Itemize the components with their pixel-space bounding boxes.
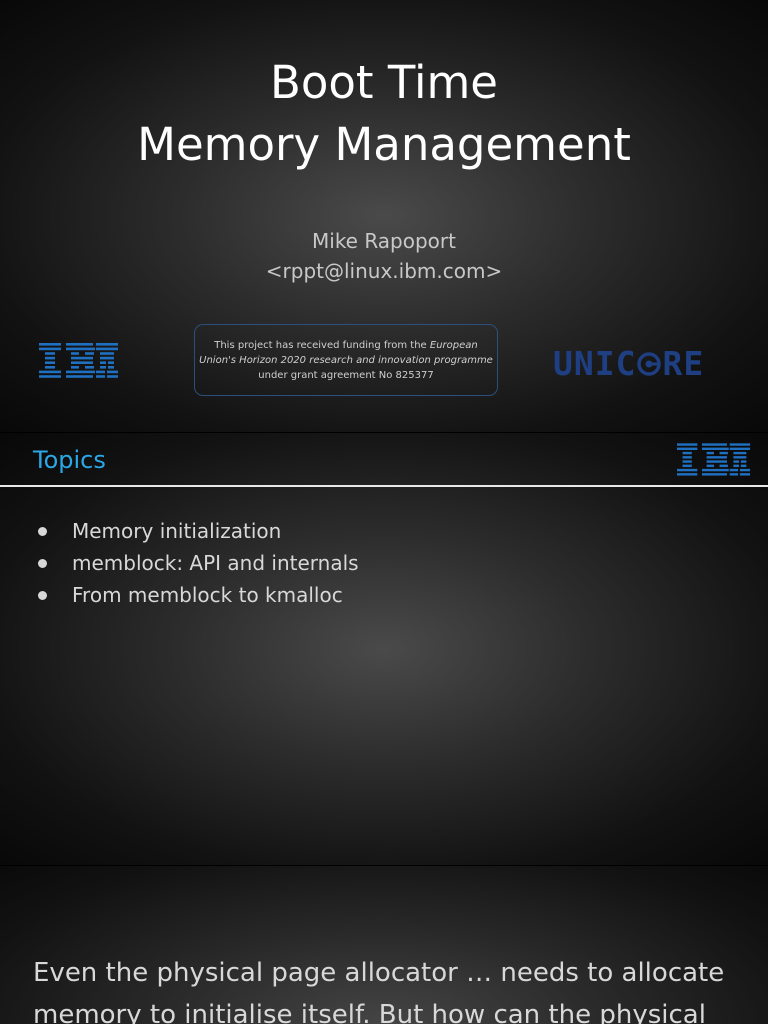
- ibm-logo: [39, 343, 118, 378]
- topics-list: Memory initialization memblock: API and …: [38, 515, 359, 611]
- title-slide: Boot Time Memory Management Mike Rapopor…: [0, 0, 768, 432]
- quote-line-1: Even the physical page allocator … needs…: [33, 958, 725, 988]
- funding-text-1: This project has received funding from t…: [214, 340, 430, 351]
- quote-slide: Even the physical page allocator … needs…: [0, 866, 768, 1024]
- funding-notice: This project has received funding from t…: [194, 324, 498, 396]
- list-item-text: From memblock to kmalloc: [72, 583, 343, 607]
- funding-text-2: under grant agreement No 825377: [258, 370, 434, 381]
- slide-title: Boot Time Memory Management: [0, 52, 768, 176]
- unicore-logo: UNIC RE: [553, 344, 705, 383]
- list-item: memblock: API and internals: [38, 547, 359, 579]
- slide-heading: Topics: [33, 446, 106, 474]
- author-name: Mike Rapoport: [312, 229, 456, 253]
- title-line-2: Memory Management: [137, 118, 631, 171]
- title-line-1: Boot Time: [269, 56, 498, 109]
- unicore-o-icon: [637, 351, 662, 376]
- author-email: <rppt@linux.ibm.com>: [265, 259, 503, 283]
- list-item: Memory initialization: [38, 515, 359, 547]
- list-item: From memblock to kmalloc: [38, 579, 359, 611]
- list-item-text: Memory initialization: [72, 519, 282, 543]
- bullet-icon: [38, 590, 47, 600]
- author-block: Mike Rapoport <rppt@linux.ibm.com>: [0, 226, 768, 286]
- quote-line-2: memory to initialise itself. But how can…: [33, 1000, 706, 1024]
- funding-program: European Union's Horizon 2020 research a…: [199, 340, 493, 366]
- heading-divider: [0, 485, 768, 487]
- ibm-logo-small: [677, 443, 751, 476]
- topics-slide: Topics: [0, 433, 768, 865]
- bullet-icon: [38, 526, 47, 536]
- quote-text: Even the physical page allocator … needs…: [33, 952, 753, 1024]
- bullet-icon: [38, 558, 47, 568]
- list-item-text: memblock: API and internals: [72, 551, 359, 575]
